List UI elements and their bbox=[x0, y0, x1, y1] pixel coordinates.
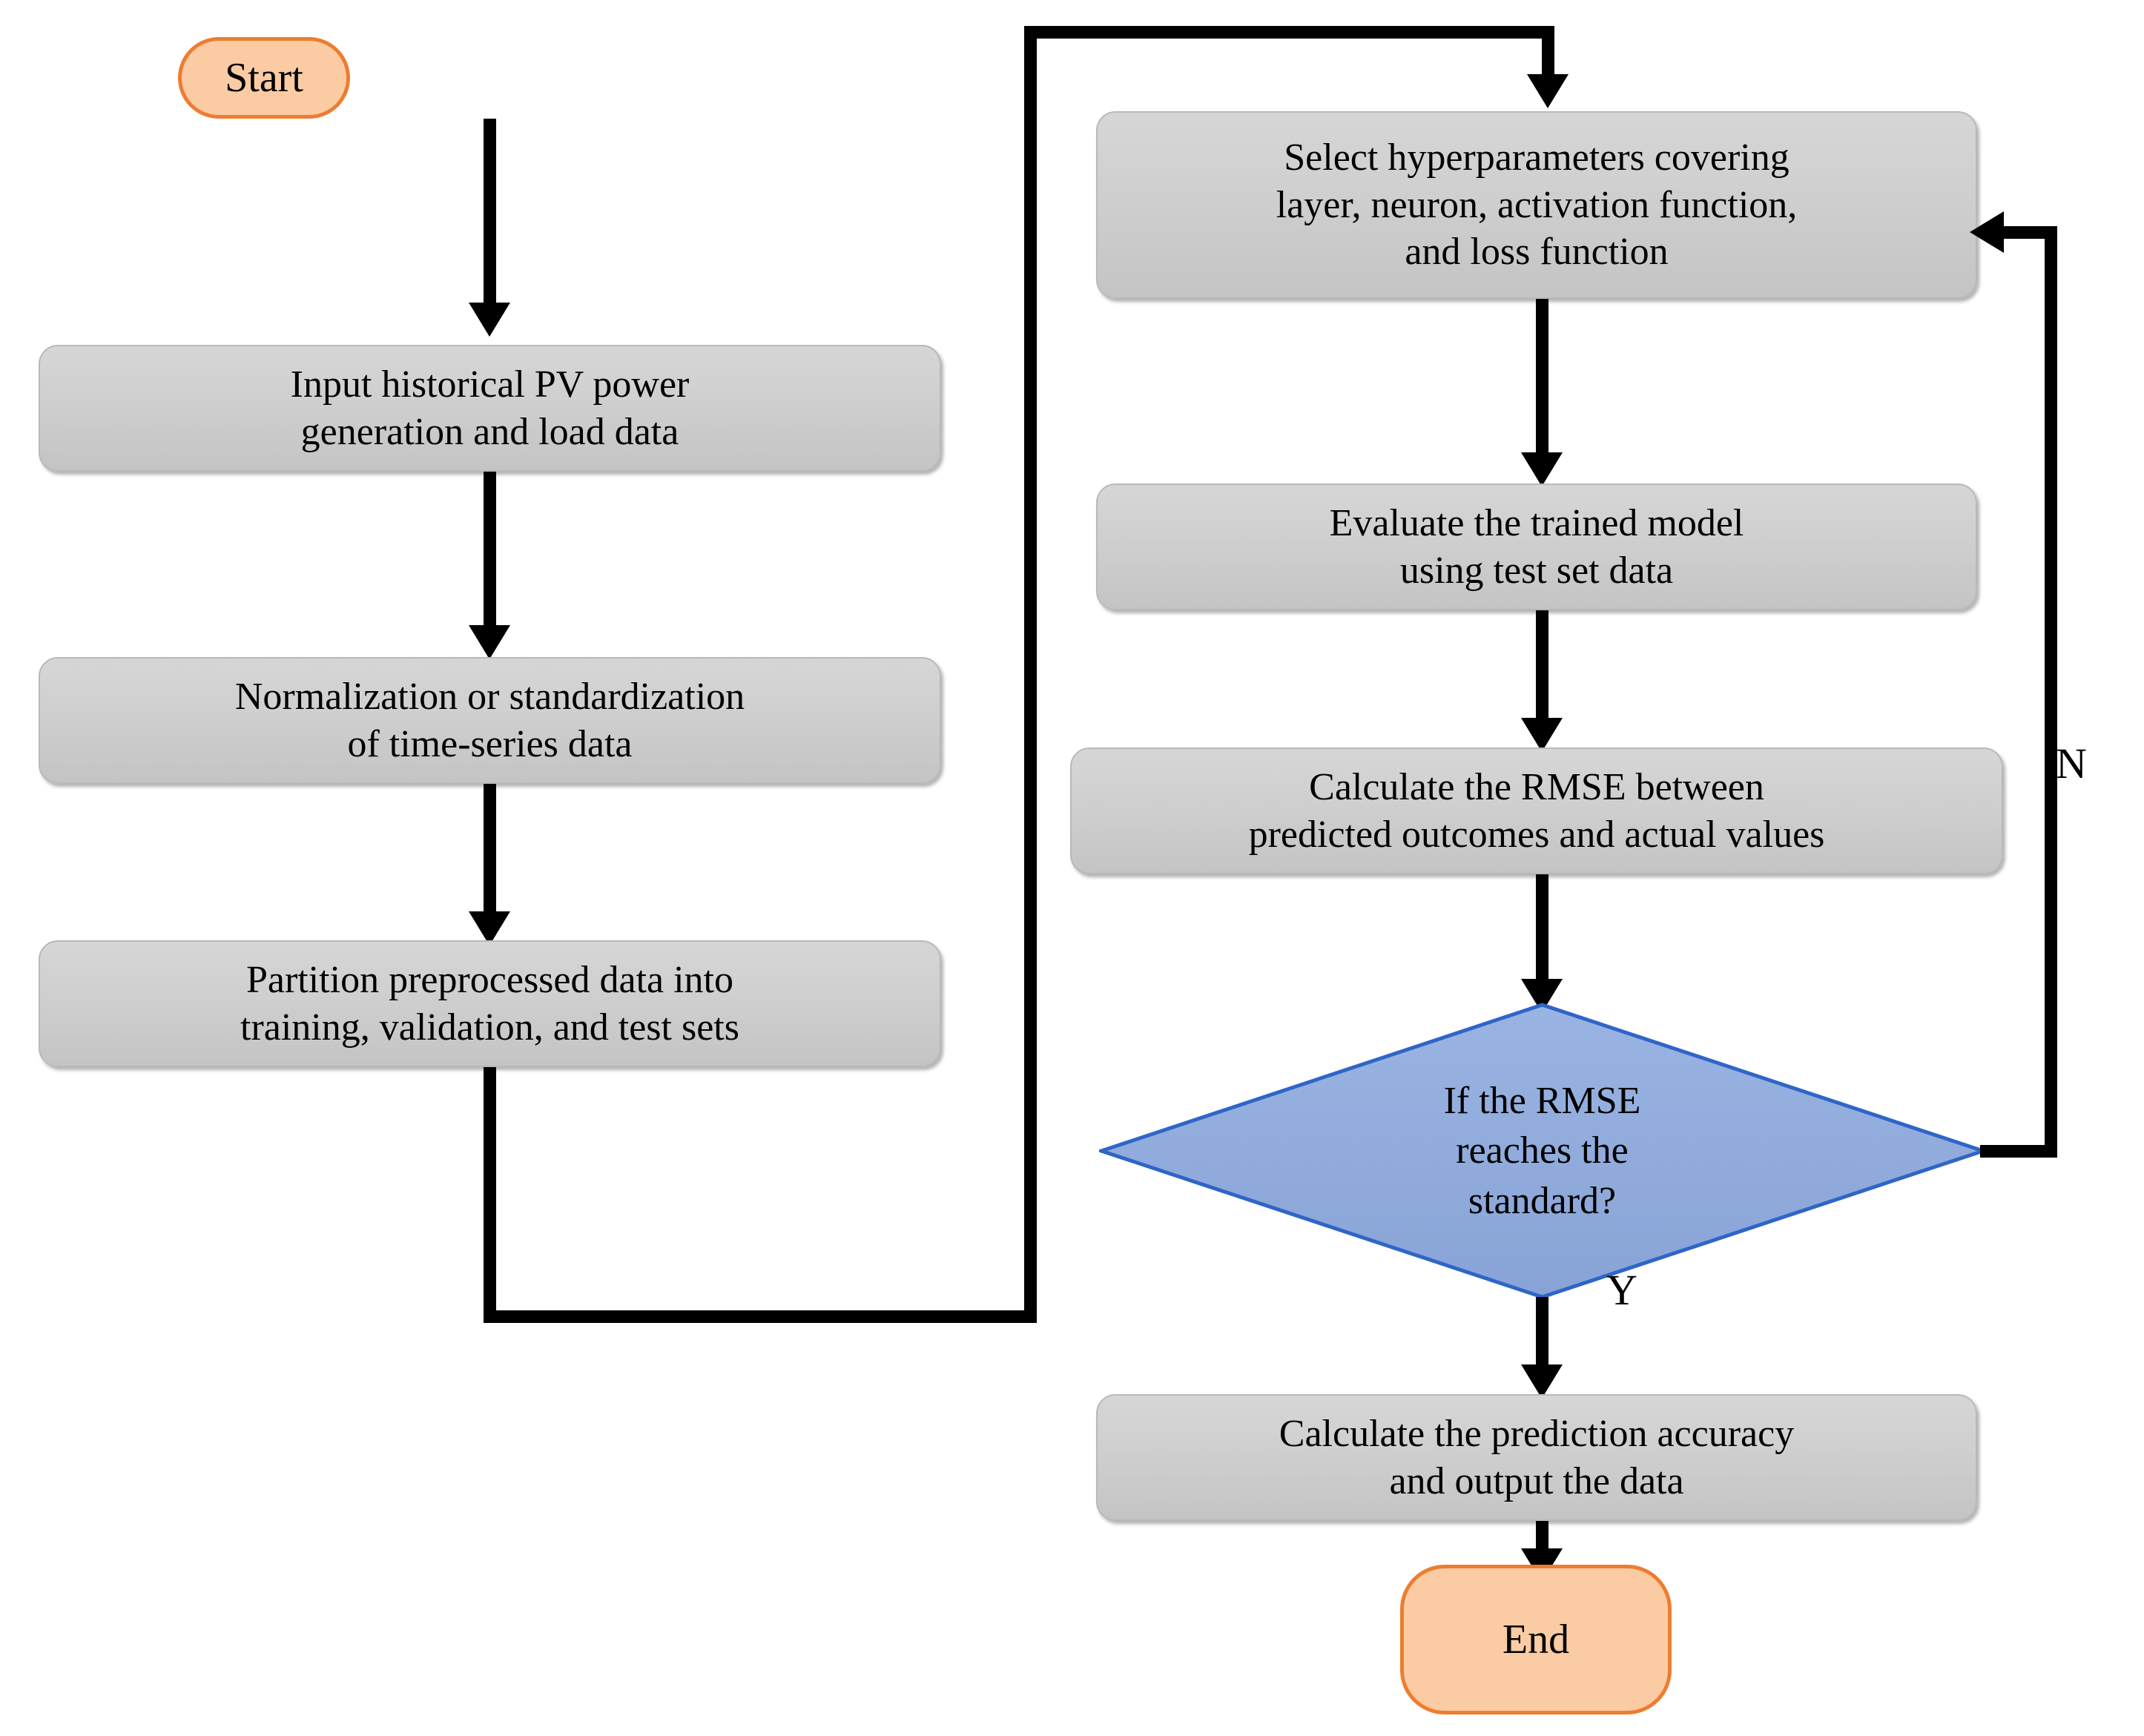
edge-label-yes: Y bbox=[1606, 1266, 1637, 1314]
connector-normalize-to-partition bbox=[484, 784, 496, 919]
connector-evaluate-to-rmse bbox=[1536, 610, 1548, 725]
connector-no-branch-in bbox=[2002, 226, 2057, 239]
node-input-data-label: Input historical PV power generation and… bbox=[290, 363, 690, 453]
node-hyperparameters[interactable]: Select hyperparameters covering layer, n… bbox=[1096, 111, 1977, 299]
node-normalize-label: Normalization or standardization of time… bbox=[234, 676, 745, 765]
node-start-label: Start bbox=[225, 54, 303, 101]
node-rmse-label: Calculate the RMSE between predicted out… bbox=[1248, 766, 1825, 856]
node-evaluate-label: Evaluate the trained model using test se… bbox=[1329, 502, 1744, 592]
decision-diamond-shape bbox=[1099, 1003, 1985, 1299]
connector-partition-down bbox=[484, 1067, 496, 1323]
edge-label-no: N bbox=[2056, 739, 2087, 788]
arrowhead-input-to-normalize bbox=[469, 625, 510, 659]
node-start[interactable]: Start bbox=[178, 37, 350, 119]
connector-no-branch-out bbox=[1980, 1145, 2057, 1158]
node-end[interactable]: End bbox=[1400, 1565, 1672, 1714]
arrowhead-normalize-to-partition bbox=[469, 911, 510, 945]
node-normalize[interactable]: Normalization or standardization of time… bbox=[39, 657, 941, 784]
node-input-data[interactable]: Input historical PV power generation and… bbox=[39, 345, 941, 472]
connector-yes-branch bbox=[1536, 1297, 1548, 1371]
node-accuracy[interactable]: Calculate the prediction accuracy and ou… bbox=[1096, 1394, 1977, 1521]
connector-into-hyperparameters bbox=[1542, 26, 1554, 82]
connector-hyperparameters-to-evaluate bbox=[1536, 299, 1548, 458]
node-partition-label: Partition preprocessed data into trainin… bbox=[240, 959, 739, 1049]
connector-start-to-input bbox=[484, 119, 496, 308]
node-hyperparameters-label: Select hyperparameters covering layer, n… bbox=[1276, 136, 1798, 274]
connector-input-to-normalize bbox=[484, 472, 496, 631]
connector-left-riser bbox=[1024, 26, 1037, 1323]
node-rmse[interactable]: Calculate the RMSE between predicted out… bbox=[1070, 747, 2003, 874]
arrowhead-no-branch bbox=[1970, 211, 2004, 253]
node-end-label: End bbox=[1502, 1616, 1570, 1663]
arrowhead-into-hyperparameters bbox=[1527, 74, 1569, 108]
arrowhead-yes-branch bbox=[1521, 1364, 1563, 1399]
connector-no-branch-riser bbox=[2045, 226, 2057, 1158]
arrowhead-start-to-input bbox=[469, 303, 510, 337]
connector-bottom-across bbox=[484, 1310, 1037, 1323]
arrowhead-evaluate-to-rmse bbox=[1521, 718, 1563, 752]
connector-top-across bbox=[1024, 26, 1554, 39]
node-accuracy-label: Calculate the prediction accuracy and ou… bbox=[1279, 1413, 1795, 1502]
node-partition[interactable]: Partition preprocessed data into trainin… bbox=[39, 940, 941, 1067]
connector-rmse-to-decision bbox=[1536, 874, 1548, 986]
arrowhead-hyperparameters-to-evaluate bbox=[1521, 452, 1563, 486]
node-evaluate[interactable]: Evaluate the trained model using test se… bbox=[1096, 483, 1977, 610]
node-decision[interactable]: If the RMSE reaches the standard? bbox=[1099, 1003, 1985, 1299]
